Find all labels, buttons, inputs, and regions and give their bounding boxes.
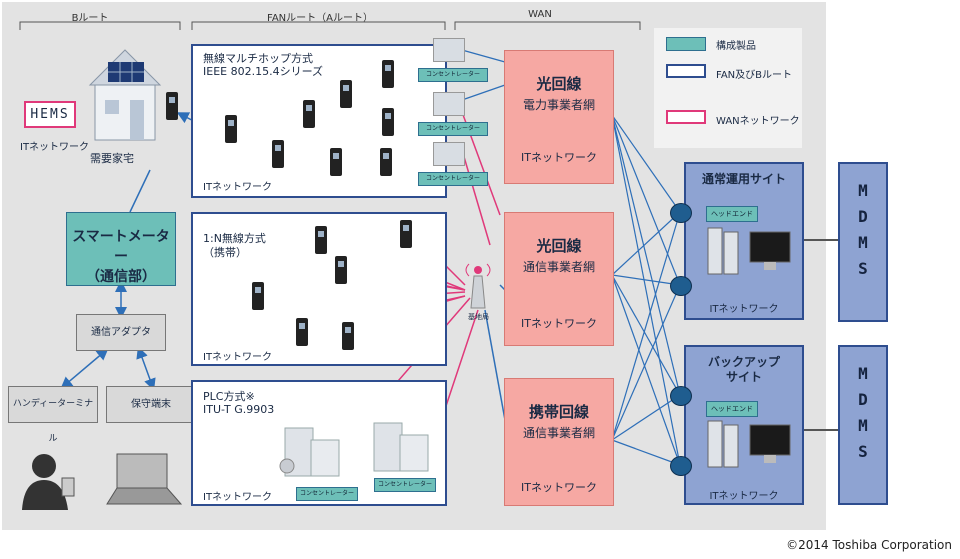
meter-icon <box>342 322 354 350</box>
handy-terminal-box: ハンディーターミナル <box>8 386 98 444</box>
site-title: 通常運用サイト <box>701 172 786 186</box>
backup-site-box: バックアップ サイト ヘッドエンド ITネットワーク <box>684 345 804 505</box>
headend-label: ヘッドエンド <box>706 206 758 222</box>
meter-icon <box>303 100 315 128</box>
maintenance-terminal-box: 保守端末 <box>106 386 196 423</box>
plc-title: PLC方式※ ITU-T G.9903 <box>203 390 275 416</box>
adapter-box: 通信アダプタ <box>76 314 166 351</box>
base-station-label: 基地局 <box>468 313 489 321</box>
wan-fiber-power-box: 光回線 電力事業者網 ITネットワーク <box>504 50 614 184</box>
mdms-char: D <box>858 390 868 409</box>
router-icon <box>670 276 692 296</box>
mdms-char: D <box>858 207 868 226</box>
legend-fan-label: FAN及びBルート <box>716 70 793 81</box>
site-it-network-label: ITネットワーク <box>709 304 779 315</box>
meter-icon <box>225 115 237 143</box>
home-illustration <box>80 40 170 154</box>
mdms-char: S <box>858 442 868 461</box>
mdms-char: M <box>858 181 868 200</box>
site-it-network-label: ITネットワーク <box>709 491 779 502</box>
server-icon <box>706 419 796 483</box>
wan-mobile-box: 携帯回線 通信事業者網 ITネットワーク <box>504 378 614 506</box>
wan-it-network-label: ITネットワーク <box>521 317 597 330</box>
meter-icon <box>296 318 308 346</box>
meter-icon <box>272 140 284 168</box>
router-icon <box>670 203 692 223</box>
meter-icon <box>382 108 394 136</box>
router-icon <box>670 456 692 476</box>
legend-product-label: 構成製品 <box>716 41 756 52</box>
wan-title: 光回線 <box>536 75 582 93</box>
mdms-char: M <box>858 416 868 435</box>
meter-icon <box>335 256 347 284</box>
buildings-icon <box>275 420 355 484</box>
base-station-icon <box>463 262 493 316</box>
meter-icon <box>380 148 392 176</box>
legend-fan-swatch <box>666 64 706 78</box>
worker-silhouette-icon <box>18 450 78 514</box>
smart-meter-box: スマートメーター （通信部） <box>66 212 176 286</box>
hems-box: HEMS <box>24 101 76 128</box>
wan-title: 携帯回線 <box>528 403 589 421</box>
laptop-icon <box>105 452 185 516</box>
wan-title: 光回線 <box>536 237 582 255</box>
meter-icon <box>330 148 342 176</box>
mdms-primary-box: M D M S <box>838 162 888 322</box>
server-icon <box>706 226 796 290</box>
plc-concentrator-label: コンセントレーター <box>374 478 436 492</box>
primary-site-box: 通常運用サイト ヘッドエンド ITネットワーク <box>684 162 804 320</box>
headend-label: ヘッドエンド <box>706 401 758 417</box>
wan-subtitle: 通信事業者網 <box>522 260 595 274</box>
multihop-title: 無線マルチホップ方式 IEEE 802.15.4シリーズ <box>203 52 324 78</box>
legend: 構成製品 FAN及びBルート WANネットワーク <box>654 28 802 148</box>
concentrator-label: コンセントレーター <box>418 172 488 186</box>
concentrator-device-icon <box>433 92 465 116</box>
home-smart-meter-icon <box>166 92 178 120</box>
concentrator-device-icon <box>433 38 465 62</box>
mdms-char: M <box>858 364 868 383</box>
meter-icon <box>315 226 327 254</box>
wan-fiber-telecom-box: 光回線 通信事業者網 ITネットワーク <box>504 212 614 346</box>
legend-product-swatch <box>666 37 706 51</box>
b-route-label: Bルート <box>71 13 109 24</box>
router-icon <box>670 386 692 406</box>
meter-icon <box>400 220 412 248</box>
copyright: ©2014 Toshiba Corporation <box>786 538 952 552</box>
wan-it-network-label: ITネットワーク <box>521 481 597 494</box>
mdms-char: S <box>858 259 868 278</box>
home-label: 需要家宅 <box>90 152 134 165</box>
one-n-title: 1:N無線方式 （携帯） <box>203 232 266 259</box>
legend-wan-label: WANネットワーク <box>716 116 800 127</box>
site-title: バックアップ サイト <box>707 355 780 384</box>
buildings-icon <box>368 415 438 479</box>
one-n-it-network-label: ITネットワーク <box>203 352 273 363</box>
meter-icon <box>340 80 352 108</box>
plc-it-network-label: ITネットワーク <box>203 492 273 503</box>
meter-icon <box>252 282 264 310</box>
home-it-network-label: ITネットワーク <box>20 142 90 153</box>
wan-label: WAN <box>528 9 552 20</box>
concentrator-device-icon <box>433 142 465 166</box>
mdms-char: M <box>858 233 868 252</box>
wan-subtitle: 電力事業者網 <box>522 98 595 112</box>
fan-route-label: FANルート（Aルート） <box>267 13 373 24</box>
wan-subtitle: 通信事業者網 <box>522 426 595 440</box>
concentrator-label: コンセントレーター <box>418 68 488 82</box>
mdms-backup-box: M D M S <box>838 345 888 505</box>
wan-it-network-label: ITネットワーク <box>521 151 597 164</box>
multihop-it-network-label: ITネットワーク <box>203 182 273 193</box>
legend-wan-swatch <box>666 110 706 124</box>
plc-concentrator-label: コンセントレーター <box>296 487 358 501</box>
concentrator-label: コンセントレーター <box>418 122 488 136</box>
meter-icon <box>382 60 394 88</box>
